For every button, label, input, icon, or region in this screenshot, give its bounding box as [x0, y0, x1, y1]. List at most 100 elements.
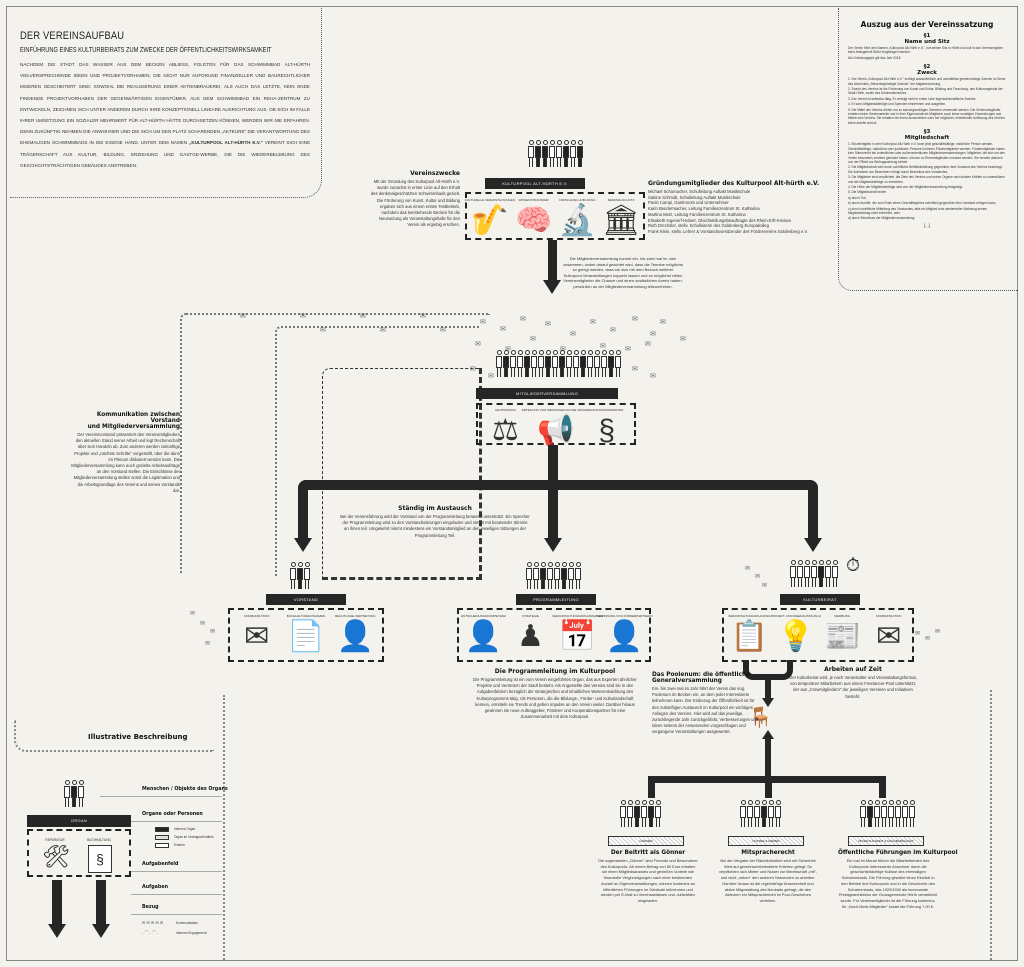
envelope-icon: ✉: [500, 326, 506, 333]
person-head: [754, 800, 760, 805]
vereinszwecke-heading: Vereinszwecke: [410, 170, 460, 177]
envelope-icon: ✉: [240, 313, 246, 320]
person-figure: [804, 560, 810, 587]
person-figure: [888, 800, 894, 827]
person-body: [874, 806, 880, 818]
person-legs: [833, 578, 837, 587]
person-legs: [291, 580, 295, 589]
envelope-icon: ✉: [590, 319, 596, 326]
person-legs: [571, 158, 575, 167]
person-body: [634, 806, 640, 818]
envelope-icon: ✉: [600, 343, 606, 350]
person-body: [797, 566, 803, 578]
person-legs: [578, 158, 582, 167]
legend-heading: Illustrative Beschreibung: [88, 733, 188, 741]
satzung-clause: 4. Er kann Mitgliedsbeiträge und Spenden…: [848, 102, 946, 107]
envelope-icon: ✉: [632, 366, 638, 373]
person-legs: [539, 368, 543, 377]
person-body: [78, 786, 84, 798]
public-group-body: Bei der Vergabe der Räumlichkeiten wird …: [718, 858, 818, 903]
person-head: [510, 350, 516, 355]
envelope-icon: ✉: [645, 341, 651, 348]
task-label: KULTURELLE VERANSTALTUNGEN: [464, 198, 515, 202]
gruender-member: Karin Bendermacher, Leitung Familienzent…: [648, 206, 760, 212]
brains-exchange-icon: 🧠: [514, 204, 553, 237]
poolenum-heading-1: Das Poolenum: die öffentliche: [652, 672, 751, 678]
task-label: VERANSTALTUNGSORGANISATION: [552, 614, 603, 618]
kulturbeirat-aufgabenfeld: [722, 608, 914, 662]
person-legs: [609, 368, 613, 377]
person-figure: [297, 562, 303, 589]
person-body: [775, 806, 781, 818]
person-body: [71, 786, 77, 798]
person-head: [535, 140, 541, 145]
person-figure: [531, 350, 537, 377]
person-body: [580, 356, 586, 368]
legend-relation-sample: - ⌒ - ⌒ -: [142, 930, 159, 935]
satzung-ellipsis: [...]: [924, 222, 930, 228]
satzung-title: Auszug aus der Vereinssatzung: [860, 20, 994, 29]
envelope-icon: ✉: [650, 373, 656, 380]
person-head: [761, 800, 767, 805]
person-head: [570, 140, 576, 145]
person-head: [634, 800, 640, 805]
person-legs: [576, 580, 580, 589]
programmleitung-body: Die Programmleitung ist ein vom Verein e…: [473, 677, 637, 720]
satzung-clause: 4. Die Höhe der Mitgliedsbeiträge wird v…: [848, 184, 963, 189]
person-head: [615, 350, 621, 355]
accounting-document-icon: 📄: [287, 620, 325, 653]
person-head: [496, 350, 502, 355]
person-head: [549, 140, 555, 145]
person-figure: [533, 562, 539, 589]
person-legs: [555, 580, 559, 589]
task-label: STRATEGIE: [522, 614, 539, 618]
person-legs: [298, 580, 302, 589]
person-figure: [503, 350, 509, 377]
task-label: VERANSTALTUNGSPLANUNG: [728, 614, 771, 618]
public-group-plinth: NUTZER & MIETER: [728, 836, 804, 846]
person-legs: [896, 818, 900, 827]
person-legs: [649, 818, 653, 827]
person-body: [563, 146, 569, 158]
satzung-clause: 5. Die Mitgliedschaft endet:: [848, 190, 887, 195]
person-head: [573, 350, 579, 355]
task-item: KOMMUNIKATION✉: [866, 614, 913, 652]
arbeiten-auf-zeit-body: Der Kulturbeirat wird, je nach Veranstal…: [789, 675, 917, 699]
person-legs: [776, 818, 780, 827]
legend-aufgabenfeld: [27, 829, 131, 877]
person-legs: [72, 798, 76, 807]
verein-members-figures: [528, 140, 583, 167]
desk-speaker-icon: 👤: [464, 620, 503, 653]
person-head: [563, 140, 569, 145]
person-body: [627, 806, 633, 818]
person-figure: [648, 800, 654, 827]
person-legs: [791, 578, 795, 587]
envelope-icon: ✉: [650, 331, 656, 338]
person-figure: [608, 350, 614, 377]
person-legs: [868, 818, 872, 827]
person-head: [526, 562, 532, 567]
task-label: KOMMUNIKATION: [243, 614, 270, 618]
task-label: SATZUNGSÄNDERUNG: [590, 408, 624, 412]
person-legs: [819, 578, 823, 587]
envelope-icon: ✉: [380, 327, 386, 334]
arrow-down-icon: [92, 924, 110, 938]
task-item: KULTURELLE VERANSTALTUNGEN🎷: [464, 198, 515, 236]
person-figure: [559, 350, 565, 377]
person-body: [587, 356, 593, 368]
task-item: ERTEILUNG VON WEISUNGEN AN DIE ORGANE📢: [522, 408, 590, 446]
mv-members-figures: [496, 350, 621, 377]
legend-organ-swatch: [155, 827, 169, 832]
poolenum-body: Ein- bis zwei mal im Jahr führt der Vere…: [652, 686, 759, 735]
arrow-down-icon: [48, 924, 66, 938]
public-group-figures: [620, 800, 661, 827]
gruender-heading: Gründungsmitglieder des Kulturpool Alt-h…: [648, 180, 820, 187]
envelope-icon: ✉: [300, 313, 306, 320]
person-head: [648, 800, 654, 805]
person-head: [531, 350, 537, 355]
public-group-plinth: ÖFFENTLICHKEIT & NACHBARSCHAFT: [848, 836, 924, 846]
austausch-text: Ständig im Austausch Bei der Vereinsführ…: [340, 505, 530, 539]
person-body: [568, 568, 574, 580]
person-legs: [541, 580, 545, 589]
